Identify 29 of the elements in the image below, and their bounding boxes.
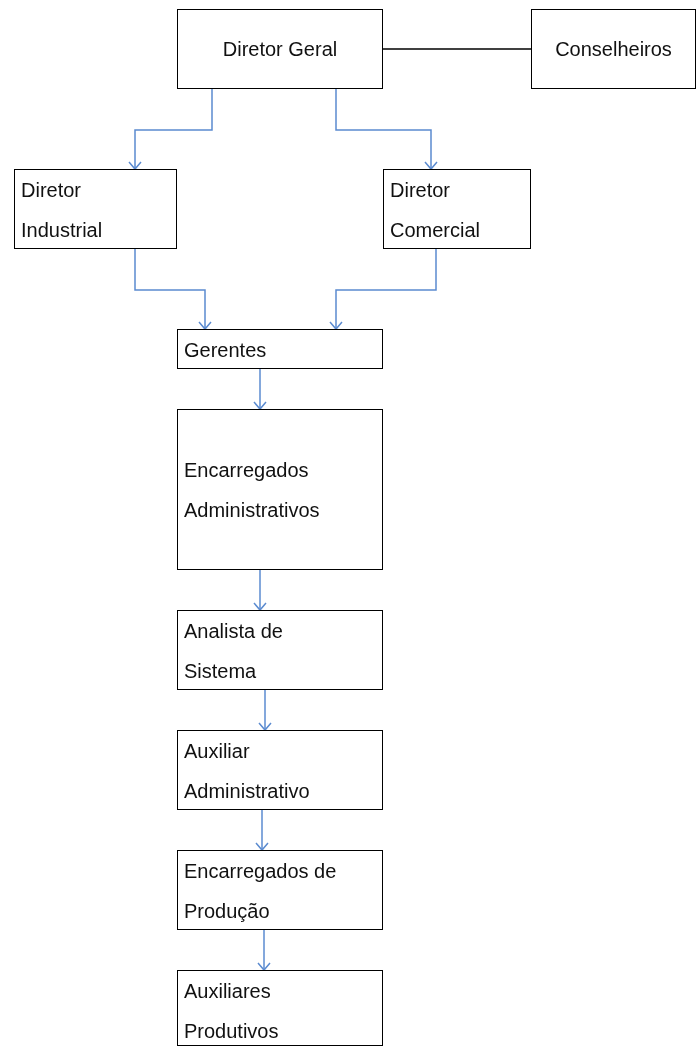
- role-label: Diretor Geral: [222, 37, 338, 62]
- connector-arrow: [335, 88, 438, 170]
- role-label: Diretor Industrial: [21, 178, 104, 243]
- org-box: [383, 169, 531, 249]
- connector-arrow: [253, 368, 267, 410]
- org-box: [177, 850, 383, 930]
- connector-arrow: [128, 88, 213, 170]
- role-label: Analista de Sistema: [184, 619, 284, 684]
- org-box: [177, 409, 383, 570]
- role-label: Encarregados Administrativos: [184, 457, 321, 523]
- org-box: [177, 730, 383, 810]
- org-box: [531, 9, 696, 89]
- org-box: [14, 169, 177, 249]
- org-box: [177, 329, 383, 369]
- role-label: Auxiliares Produtivos: [184, 979, 280, 1044]
- org-box: [177, 970, 383, 1046]
- connector-arrow: [257, 929, 271, 971]
- role-label: Gerentes: [184, 338, 267, 363]
- role-label: Conselheiros: [555, 37, 672, 62]
- connector-arrow: [253, 569, 267, 611]
- role-label: Auxiliar Administrativo: [184, 739, 311, 804]
- org-box: [177, 610, 383, 690]
- connector-arrow: [255, 809, 269, 851]
- org-box: [177, 9, 383, 89]
- role-label: Diretor Comercial: [390, 178, 482, 243]
- connector-arrow: [134, 248, 212, 330]
- role-label: Encarregados de Produção: [184, 859, 338, 924]
- connector-arrow: [258, 689, 272, 731]
- connector-arrow: [329, 248, 437, 330]
